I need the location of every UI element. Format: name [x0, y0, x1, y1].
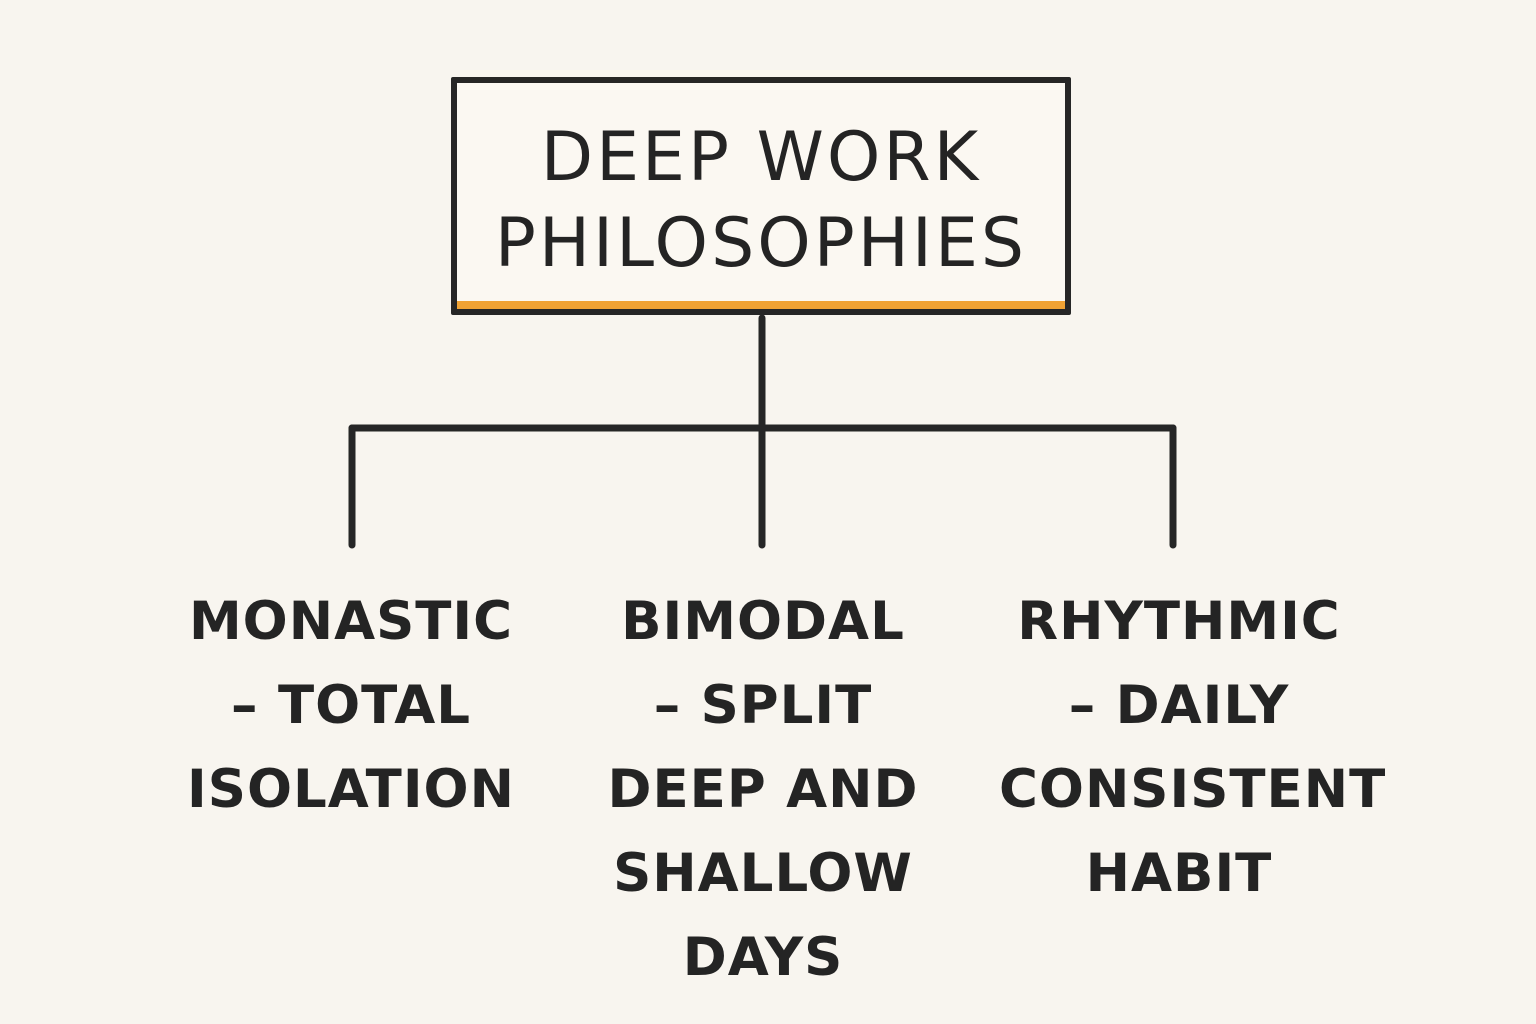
philosophy-bimodal: BIMODAL – SPLIT DEEP AND SHALLOW DAYS [607, 591, 919, 988]
diagram-title: DEEP WORK PHILOSOPHIES [457, 115, 1065, 287]
philosophy-rhythmic: RHYTHMIC – DAILY CONSISTENT HABIT [999, 591, 1387, 904]
title-box: DEEP WORK PHILOSOPHIES [451, 77, 1071, 315]
philosophy-monastic: MONASTIC – TOTAL ISOLATION [187, 591, 515, 820]
title-line-1: DEEP WORK [540, 118, 982, 197]
title-accent-underline [457, 301, 1065, 309]
title-line-2: PHILOSOPHIES [494, 204, 1028, 283]
